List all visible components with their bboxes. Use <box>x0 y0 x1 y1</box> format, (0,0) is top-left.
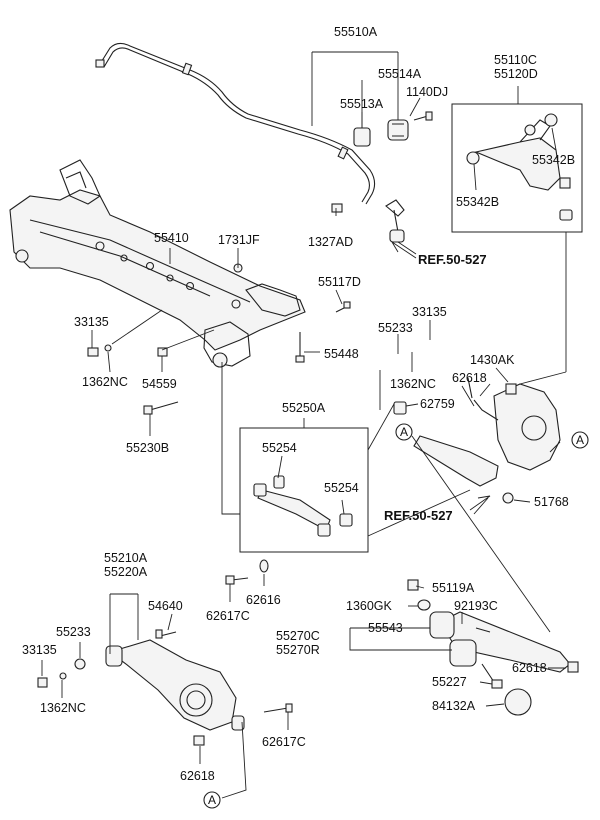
crossmember <box>9 159 306 368</box>
label-62618-c: 62618 <box>180 769 215 783</box>
callout-marker-a1: A <box>395 423 413 441</box>
label-55233-a: 55233 <box>378 321 413 335</box>
label-55117D: 55117D <box>318 275 361 289</box>
label-1362NC-b: 1362NC <box>390 377 436 391</box>
label-1430AK: 1430AK <box>470 353 515 367</box>
label-55230B: 55230B <box>126 441 169 455</box>
label-62759: 62759 <box>420 397 455 411</box>
callout-marker-a3: A <box>203 791 221 809</box>
label-55514A: 55514A <box>378 67 422 81</box>
stabilizer-link <box>331 199 405 243</box>
label-55120D: 55120D <box>494 67 538 81</box>
label-55227: 55227 <box>432 675 467 689</box>
label-55543: 55543 <box>368 621 403 635</box>
label-54559: 54559 <box>142 377 177 391</box>
label-55110C: 55110C <box>494 53 537 67</box>
label-55210A: 55210A <box>104 551 148 565</box>
label-55254-b: 55254 <box>324 481 359 495</box>
label-1140DJ: 1140DJ <box>406 85 448 99</box>
label-1362NC-a: 1362NC <box>82 375 128 389</box>
label-54640: 54640 <box>148 599 183 613</box>
leader-lines <box>41 51 567 799</box>
label-55342B-a: 55342B <box>532 153 575 167</box>
label-55342B-b: 55342B <box>456 195 499 209</box>
callout-marker-a2: A <box>571 431 589 449</box>
label-92193C: 92193C <box>454 599 498 613</box>
label-62618-a: 62618 <box>452 371 487 385</box>
control-arm-group <box>225 427 369 585</box>
svg-text:A: A <box>576 433 584 447</box>
label-33135-b: 33135 <box>412 305 447 319</box>
stabilizer-bar <box>95 42 376 205</box>
label-55410: 55410 <box>154 231 189 245</box>
crossmember-bolts <box>87 301 351 415</box>
svg-text:A: A <box>400 425 408 439</box>
label-55270R: 55270R <box>276 643 320 657</box>
label-62617C-a: 62617C <box>206 609 250 623</box>
label-ref-50-527-a: REF.50-527 <box>418 252 487 267</box>
lower-arm <box>37 629 293 746</box>
label-84132A: 84132A <box>432 699 476 713</box>
label-55513A: 55513A <box>340 97 384 111</box>
label-62616: 62616 <box>246 593 281 607</box>
part-labels: 55510A 55514A 55513A 1140DJ 55110C 55120… <box>22 25 575 783</box>
label-51768: 51768 <box>534 495 569 509</box>
label-1360GK: 1360GK <box>346 599 393 613</box>
label-55233-b: 55233 <box>56 625 91 639</box>
label-ref-50-527-b: REF.50-527 <box>384 508 453 523</box>
label-55448: 55448 <box>324 347 359 361</box>
label-1731JF: 1731JF <box>218 233 260 247</box>
lower-link <box>393 401 514 504</box>
label-1327AD: 1327AD <box>308 235 353 249</box>
upper-arm-group <box>451 103 583 233</box>
label-55220A: 55220A <box>104 565 148 579</box>
label-33135-a: 33135 <box>74 315 109 329</box>
rear-arm <box>407 579 579 716</box>
knuckle <box>467 377 561 471</box>
svg-text:A: A <box>208 793 216 807</box>
stabilizer-bushing <box>353 111 433 147</box>
label-62618-b: 62618 <box>512 661 547 675</box>
label-62617C-b: 62617C <box>262 735 306 749</box>
label-1362NC-c: 1362NC <box>40 701 86 715</box>
label-55254-a: 55254 <box>262 441 297 455</box>
label-55119A: 55119A <box>432 581 475 595</box>
label-55250A: 55250A <box>282 401 326 415</box>
label-33135-c: 33135 <box>22 643 57 657</box>
label-55510A: 55510A <box>334 25 378 39</box>
label-55270C: 55270C <box>276 629 320 643</box>
